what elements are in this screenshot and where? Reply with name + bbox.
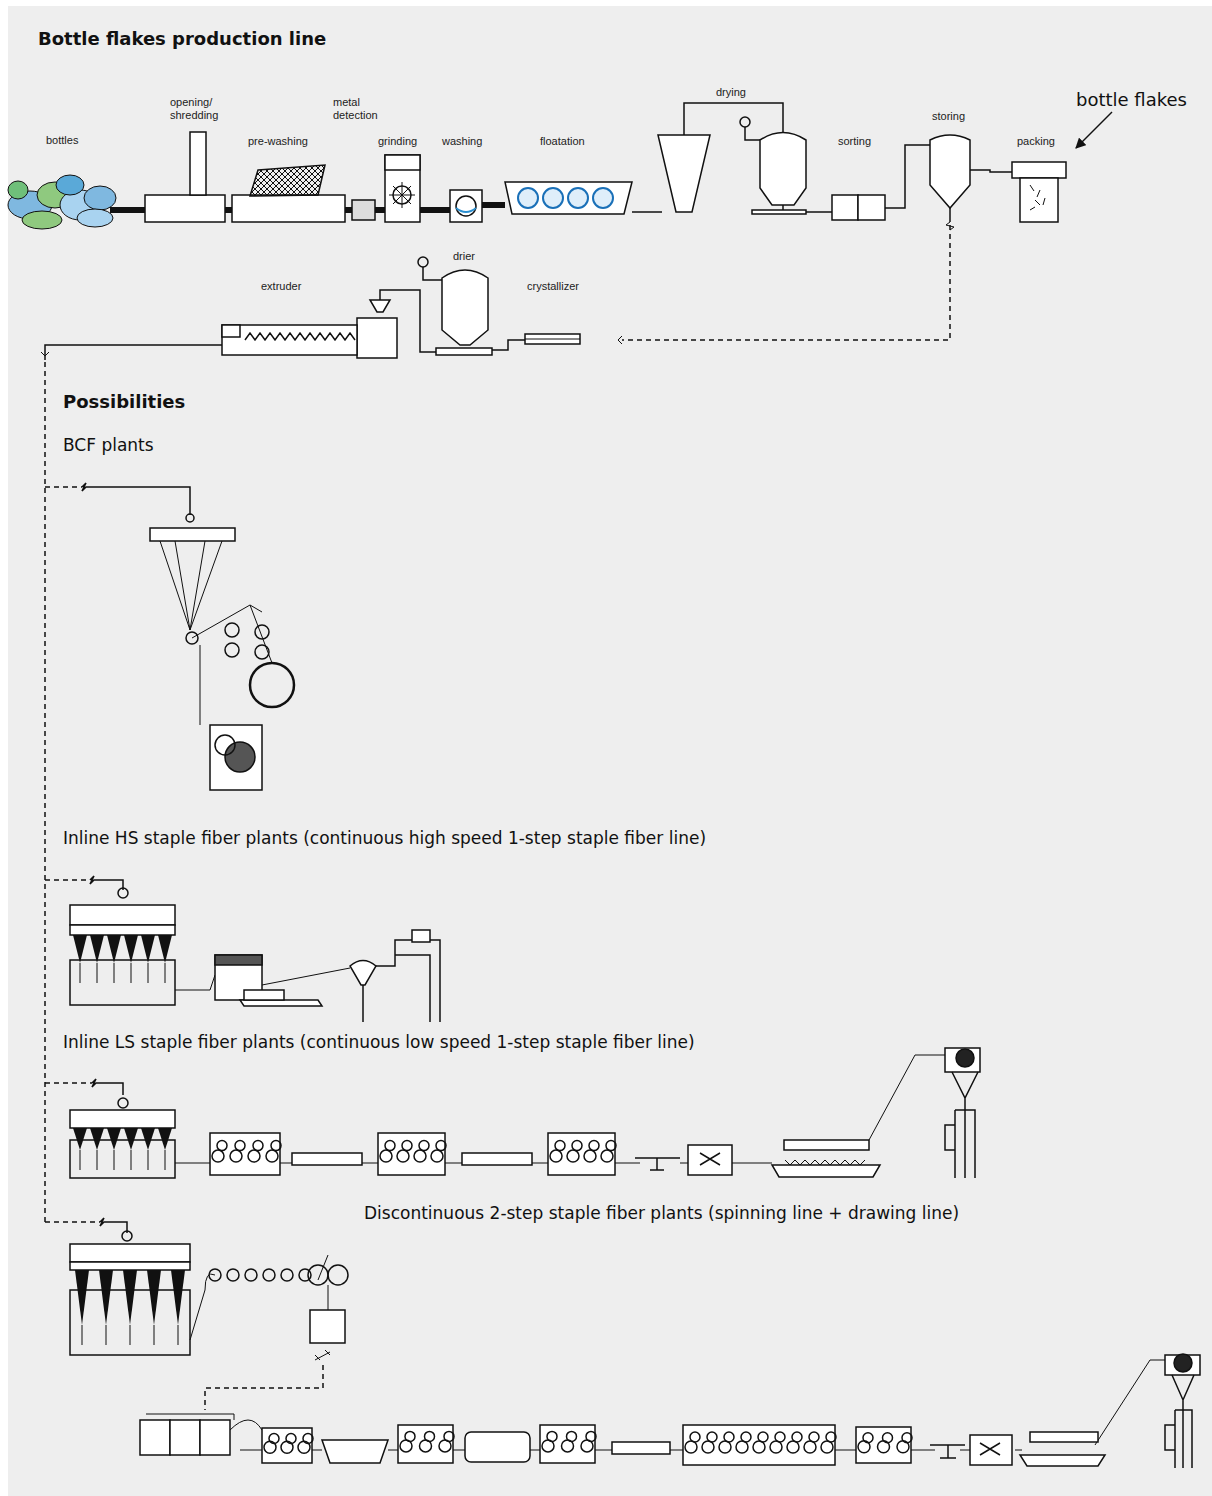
process-label: pre-washing [248, 135, 308, 148]
bottles-pile [8, 175, 116, 229]
process-label: extruder [261, 280, 301, 293]
plant-label: Discontinuous 2-step staple fiber plants… [364, 1204, 959, 1224]
product-callout: bottle flakes [1076, 90, 1187, 111]
diagram-title: Bottle flakes production line [38, 29, 326, 50]
plant-label: BCF plants [63, 436, 154, 456]
process-label: sorting [838, 135, 871, 148]
process-label: floatation [540, 135, 585, 148]
process-label: washing [442, 135, 482, 148]
process-label: opening/ shredding [170, 96, 228, 121]
bottles-label: bottles [46, 134, 78, 147]
process-label: crystallizer [527, 280, 579, 293]
process-label: packing [1017, 135, 1055, 148]
process-label: drying [716, 86, 746, 99]
plant-label: Inline HS staple fiber plants (continuou… [63, 829, 706, 849]
process-label: grinding [378, 135, 417, 148]
process-label: metal detection [333, 96, 391, 121]
process-label: drier [453, 250, 475, 263]
section-heading: Possibilities [63, 392, 185, 413]
process-label: storing [932, 110, 965, 123]
plant-label: Inline LS staple fiber plants (continuou… [63, 1033, 695, 1053]
background-panel [8, 6, 1212, 1496]
